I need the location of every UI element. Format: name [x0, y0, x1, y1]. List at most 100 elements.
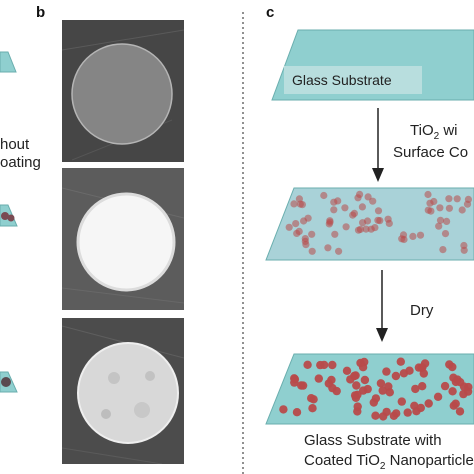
nanoparticle [342, 366, 352, 375]
nanoparticle [374, 216, 382, 224]
nanoparticle [436, 204, 444, 212]
nanoparticle [353, 402, 362, 411]
nanoparticle [324, 244, 332, 252]
nanoparticle [448, 387, 457, 396]
nanoparticle [448, 362, 457, 372]
nanoparticle [445, 204, 453, 212]
nanoparticle [350, 209, 358, 217]
final-label-coated: Coated TiO [304, 452, 380, 469]
final-label-line1: Glass Substrate with [304, 432, 442, 449]
nanoparticle [292, 220, 300, 228]
panel-a-label-fragment-2: oating [0, 154, 41, 171]
glass-substrate-wet-coating [265, 187, 474, 261]
nanoparticle [403, 408, 412, 417]
process-arrow-1-head [372, 168, 384, 182]
nanoparticle [369, 197, 377, 205]
final-label-sub: 2 [379, 461, 386, 472]
nanoparticle [418, 382, 427, 391]
panel-a-label-fragment-1: hout [0, 136, 30, 153]
nanoparticle [346, 375, 355, 384]
coated-glass-disc [76, 192, 176, 292]
nanoparticle [443, 217, 451, 225]
wet-nanoparticles [285, 190, 472, 255]
nanoparticle [367, 225, 375, 233]
nanoparticle [359, 219, 367, 227]
nanoparticle [436, 216, 445, 224]
dried-coating-speck [101, 409, 111, 419]
step1-label-line1: TiO2 wi [410, 122, 458, 145]
nanoparticle [342, 223, 350, 231]
nanoparticle [330, 206, 338, 214]
nanoparticle [308, 230, 316, 238]
panel-a-diagrams [0, 51, 18, 393]
nanoparticle [433, 392, 443, 401]
nanoparticle [364, 193, 372, 201]
nanoparticle [341, 204, 349, 212]
nanoparticle [409, 232, 417, 240]
final-label-nanoparticle: Nanoparticle [385, 452, 474, 469]
nanoparticle [385, 388, 394, 397]
nanoparticle [451, 399, 460, 408]
nanoparticle [298, 381, 308, 390]
nanoparticle [304, 214, 312, 222]
panel-a-substrate-top [0, 51, 17, 73]
nanoparticle [455, 407, 465, 416]
nanoparticle [397, 397, 406, 406]
panel-a-particle [7, 214, 15, 222]
step1-label-sub: 2 [433, 131, 440, 142]
nanoparticle [358, 363, 368, 372]
nanoparticle [389, 411, 399, 420]
nanoparticle [354, 194, 362, 202]
panel-c-label: c [266, 4, 275, 21]
process-arrow-2-head [376, 328, 388, 342]
nanoparticle [358, 203, 366, 211]
final-label-line2: Coated TiO2 Nanoparticle [304, 452, 474, 474]
nanoparticle [295, 227, 303, 235]
nanoparticle [279, 405, 288, 414]
nanoparticle [314, 374, 323, 383]
nanoparticle [369, 398, 378, 407]
nanoparticle [308, 247, 316, 255]
nanoparticle [328, 360, 337, 370]
nanoparticle [424, 399, 433, 408]
nanoparticle [320, 191, 328, 200]
dried-coating-speck [108, 372, 120, 384]
nanoparticle [331, 230, 339, 238]
nanoparticle [464, 195, 472, 203]
nanoparticle [384, 215, 392, 223]
nanoparticle [290, 200, 298, 208]
nanoparticle [460, 241, 468, 250]
photo-dried-coating [62, 318, 184, 464]
photo-bare-glass [62, 20, 184, 162]
nanoparticle [301, 237, 309, 245]
photo-coated-glass [62, 168, 184, 310]
photo-coated-glass-graphic [62, 168, 184, 310]
nanoparticle [378, 386, 387, 395]
nanoparticle [416, 403, 425, 413]
nanoparticle [295, 195, 303, 203]
nanoparticle [398, 235, 406, 243]
nanoparticle [391, 371, 401, 381]
nanoparticle [382, 367, 391, 376]
nanoparticle [285, 223, 293, 231]
nanoparticle [410, 401, 419, 410]
nanoparticle [464, 382, 473, 392]
nanoparticle [371, 411, 380, 420]
nanoparticle [424, 206, 432, 214]
step1-label-tail: wi [439, 122, 458, 139]
nanoparticle [396, 357, 405, 366]
nanoparticle [363, 384, 372, 394]
step1-label-line2: Surface Co [393, 144, 469, 161]
nanoparticle [309, 395, 318, 404]
step2-label: Dry [410, 302, 434, 319]
nanoparticle [354, 226, 363, 234]
nanoparticle [453, 195, 461, 203]
nanoparticle [332, 386, 341, 396]
dried-coating-speck [145, 371, 155, 381]
nanoparticle [362, 225, 370, 233]
nanoparticle [459, 389, 468, 399]
nanoparticle [439, 246, 447, 254]
